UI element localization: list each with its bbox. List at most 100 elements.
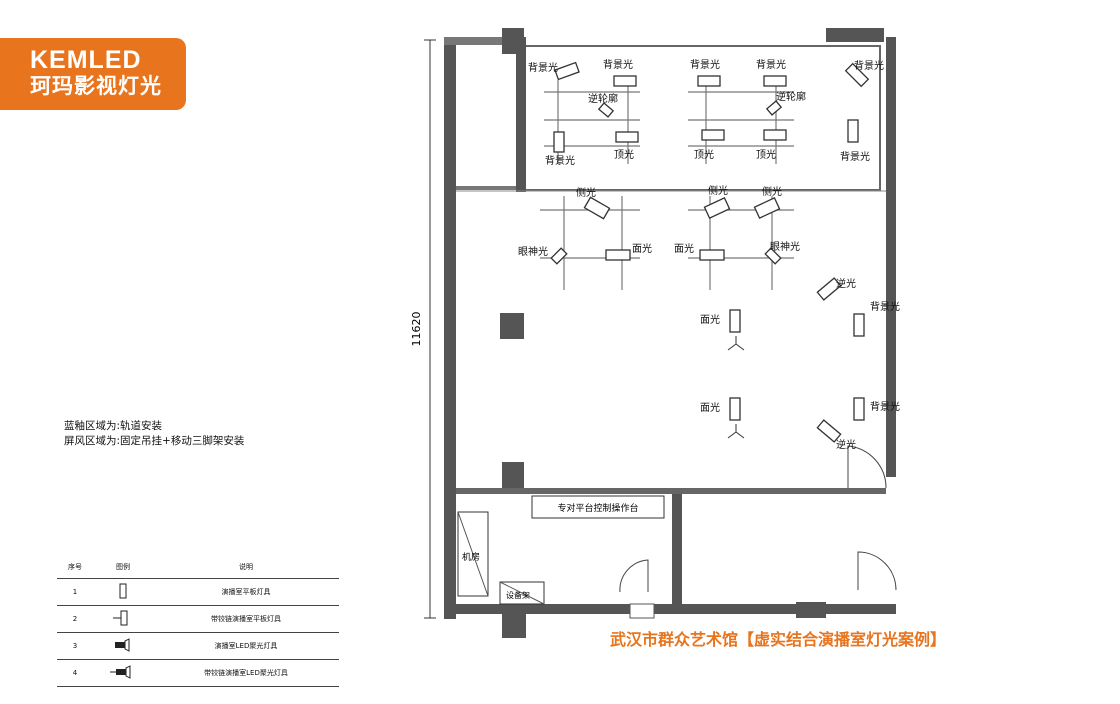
hinged-panel-light-icon (113, 610, 128, 626)
column-top-right (826, 28, 884, 42)
fixture-panel (701, 129, 725, 141)
label-backlight: 背景光 (528, 61, 558, 74)
fixture-panel (816, 419, 842, 443)
legend-icon (93, 605, 153, 633)
column-middle (500, 313, 524, 339)
fixture-panel (554, 61, 580, 81)
door-gap (629, 603, 655, 619)
label-eye: 眼神光 (518, 245, 548, 258)
label-back: 逆光 (836, 277, 856, 290)
label-backlight: 背景光 (756, 58, 786, 71)
legend-icon (93, 659, 153, 687)
legend-header-row: 序号 图例 说明 (57, 556, 339, 579)
control-console (531, 495, 665, 519)
wall-right (886, 37, 896, 477)
label-side: 侧光 (576, 186, 596, 199)
fixture-panel (583, 196, 611, 220)
table-row: 2 带铰链演播室平板灯具 (57, 605, 339, 633)
legend-desc: 带铰链演播室LED聚光灯具 (153, 659, 339, 687)
column-lower (502, 462, 524, 488)
legend-table: 序号 图例 说明 1 演播室平板灯具 2 带铰链演播室平板灯具 3 演播室LED… (57, 556, 339, 687)
label-backlight: 背景光 (840, 150, 870, 163)
label-top: 顶光 (614, 148, 634, 161)
logo-subtitle: 珂玛影视灯光 (30, 74, 162, 98)
label-face: 面光 (674, 242, 694, 255)
label-backlight: 背景光 (690, 58, 720, 71)
fixture-panel (816, 277, 842, 301)
fixture-panel (697, 75, 721, 87)
fixture-panel (763, 75, 787, 87)
fixture-spot (765, 100, 783, 116)
light-fixtures (550, 61, 870, 443)
fixture-panel (553, 131, 565, 153)
wall-bottom (444, 604, 896, 614)
legend-no: 1 (57, 578, 93, 606)
stage-outline (526, 45, 881, 191)
label-backlight: 背景光 (870, 300, 900, 313)
legend-header-no: 序号 (57, 556, 93, 579)
wall-stage-left (516, 37, 526, 192)
rail-grid-upper-right (688, 80, 794, 164)
note-rail: 蓝釉区域为:轨道安装 (64, 420, 163, 432)
wall-room-divider (672, 494, 682, 612)
column-bottom-right (796, 602, 826, 618)
installation-notes: 蓝釉区域为:轨道安装 屏风区域为:固定吊挂+移动三脚架安装 (64, 419, 244, 449)
door-main (847, 445, 887, 489)
legend-desc: 演播室平板灯具 (153, 578, 339, 606)
fixture-panel (613, 75, 637, 87)
label-face: 面光 (700, 401, 720, 414)
equipment-rack-label: 设备架 (506, 590, 530, 600)
fixture-spot (597, 102, 615, 118)
fixture-panel (615, 131, 639, 143)
label-side: 侧光 (762, 185, 782, 198)
fixture-panel (729, 309, 741, 333)
label-face: 面光 (700, 313, 720, 326)
label-top: 顶光 (694, 148, 714, 161)
kemled-logo: KEMLED 珂玛影视灯光 (0, 38, 186, 110)
legend-no: 2 (57, 605, 93, 633)
fixture-panel (844, 62, 870, 88)
wall-top-left (444, 37, 524, 45)
note-tripod: 屏风区域为:固定吊挂+移动三脚架安装 (64, 435, 245, 447)
legend-no: 4 (57, 659, 93, 687)
machine-cabinet-diagonal (457, 511, 489, 597)
page-caption: 武汉市群众艺术馆【虚实结合演播室灯光案例】 (610, 630, 947, 649)
control-console-label: 专对平台控制操作台 (557, 502, 638, 514)
label-top: 顶光 (756, 148, 776, 161)
legend-header-icon: 图例 (93, 556, 153, 579)
fixture-panel (853, 397, 865, 421)
label-back: 逆光 (836, 438, 856, 451)
label-reverse-contour: 逆轮廓 (588, 92, 618, 105)
door-room (857, 551, 897, 591)
label-backlight: 背景光 (870, 400, 900, 413)
table-row: 1 演播室平板灯具 (57, 578, 339, 606)
fixture-panel (763, 129, 787, 141)
door-control (619, 559, 649, 593)
led-spotlight-icon (115, 638, 130, 652)
fixture-panel (753, 197, 781, 219)
wall-left (444, 37, 456, 619)
label-backlight: 背景光 (545, 154, 575, 167)
legend-no: 3 (57, 632, 93, 660)
fixture-spot (550, 247, 568, 265)
legend-icon (93, 632, 153, 660)
tripods (727, 336, 745, 439)
label-backlight: 背景光 (603, 58, 633, 71)
wall-partition (456, 488, 886, 494)
panel-light-icon (119, 583, 127, 599)
wall-alcove-bottom (456, 186, 516, 190)
table-row: 3 演播室LED聚光灯具 (57, 632, 339, 660)
label-backlight: 背景光 (854, 59, 884, 72)
machine-room-label: 机房 (462, 551, 480, 563)
fixture-panel (605, 249, 631, 261)
column-top-left (502, 28, 524, 54)
fixture-panel (853, 313, 865, 337)
hinged-led-spotlight-icon (110, 665, 131, 679)
legend-desc: 演播室LED聚光灯具 (153, 632, 339, 660)
table-row: 4 带铰链演播室LED聚光灯具 (57, 659, 339, 687)
legend-header-desc: 说明 (153, 556, 339, 579)
logo-brand: KEMLED (30, 46, 142, 74)
label-eye: 眼神光 (770, 240, 800, 253)
fixture-panel (729, 397, 741, 421)
